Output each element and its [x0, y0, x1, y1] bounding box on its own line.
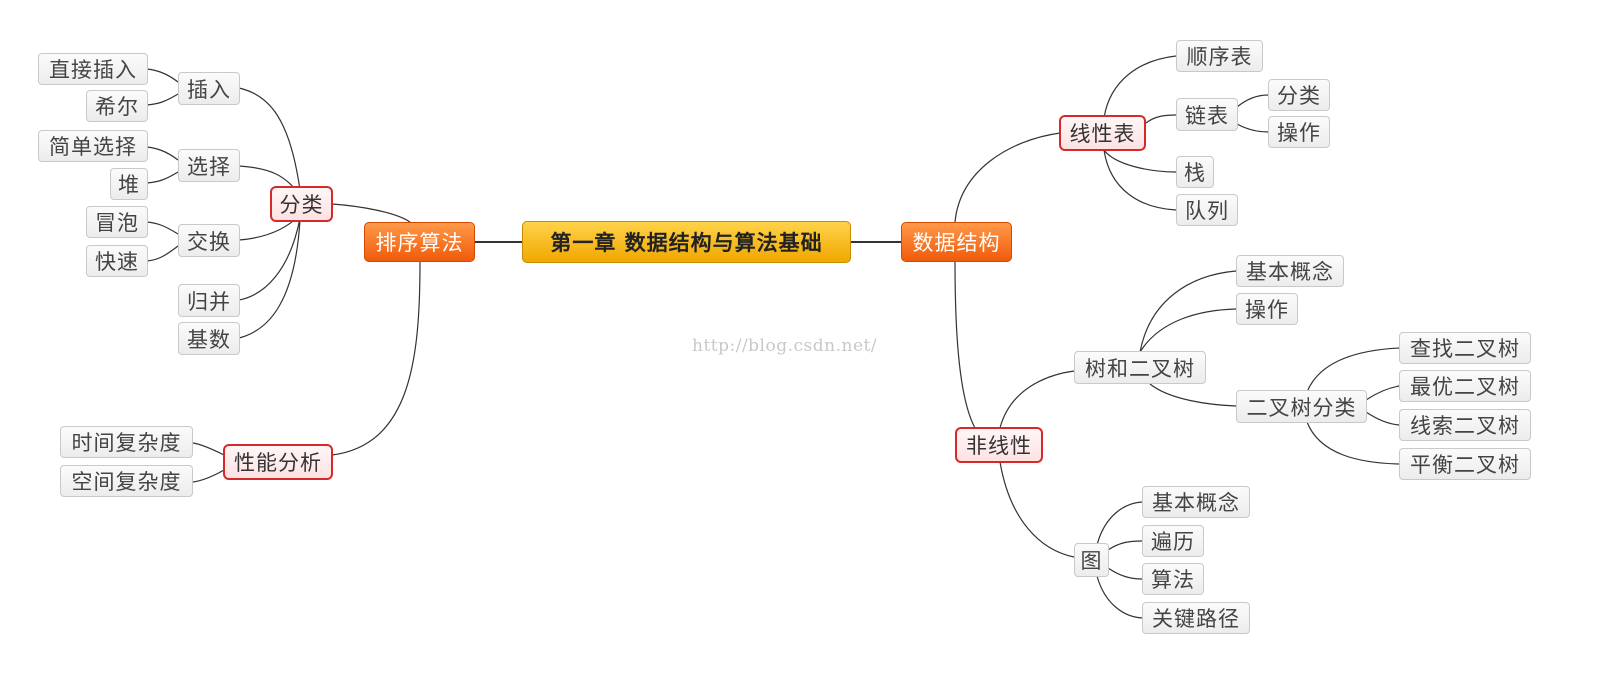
node-merge[interactable]: 归并 [178, 284, 240, 317]
node-insertion[interactable]: 插入 [178, 72, 240, 105]
node-linked-list-types[interactable]: 分类 [1268, 79, 1330, 111]
node-tree-operations[interactable]: 操作 [1236, 293, 1298, 325]
node-sequential-list[interactable]: 顺序表 [1176, 40, 1263, 72]
root-topic[interactable]: 第一章 数据结构与算法基础 [522, 221, 851, 263]
node-linear-list[interactable]: 线性表 [1059, 115, 1146, 151]
node-graph-algorithms[interactable]: 算法 [1142, 563, 1204, 595]
node-direct-insertion[interactable]: 直接插入 [38, 53, 148, 85]
node-graph-basic-concepts[interactable]: 基本概念 [1142, 486, 1250, 518]
node-balanced-binary-tree[interactable]: 平衡二叉树 [1399, 448, 1531, 480]
node-tree-and-binary-tree[interactable]: 树和二叉树 [1074, 351, 1206, 384]
node-performance-analysis[interactable]: 性能分析 [223, 444, 333, 480]
node-queue[interactable]: 队列 [1176, 194, 1238, 226]
node-selection[interactable]: 选择 [178, 149, 240, 182]
node-linked-list-ops[interactable]: 操作 [1268, 116, 1330, 148]
node-linked-list[interactable]: 链表 [1176, 98, 1238, 131]
node-classification[interactable]: 分类 [270, 186, 333, 222]
node-bubble[interactable]: 冒泡 [86, 206, 148, 238]
node-simple-selection[interactable]: 简单选择 [38, 130, 148, 162]
watermark-text: http://blog.csdn.net/ [692, 336, 878, 356]
branch-data-structures[interactable]: 数据结构 [901, 222, 1012, 262]
branch-sorting-algorithms[interactable]: 排序算法 [364, 222, 475, 262]
node-nonlinear[interactable]: 非线性 [955, 427, 1043, 463]
node-binary-tree-types[interactable]: 二叉树分类 [1236, 390, 1367, 423]
node-tree-basic-concepts[interactable]: 基本概念 [1236, 255, 1344, 287]
node-exchange[interactable]: 交换 [178, 224, 240, 257]
node-optimal-binary-tree[interactable]: 最优二叉树 [1399, 370, 1531, 402]
node-stack[interactable]: 栈 [1176, 156, 1214, 188]
node-graph-traversal[interactable]: 遍历 [1142, 525, 1204, 557]
node-heap[interactable]: 堆 [110, 168, 148, 200]
node-time-complexity[interactable]: 时间复杂度 [60, 426, 193, 458]
node-quick[interactable]: 快速 [86, 245, 148, 277]
node-graph[interactable]: 图 [1074, 543, 1109, 577]
node-threaded-binary-tree[interactable]: 线索二叉树 [1399, 409, 1531, 441]
node-radix[interactable]: 基数 [178, 322, 240, 355]
node-search-binary-tree[interactable]: 查找二叉树 [1399, 332, 1531, 364]
node-shell[interactable]: 希尔 [86, 90, 148, 122]
node-critical-path[interactable]: 关键路径 [1142, 602, 1250, 634]
node-space-complexity[interactable]: 空间复杂度 [60, 465, 193, 497]
